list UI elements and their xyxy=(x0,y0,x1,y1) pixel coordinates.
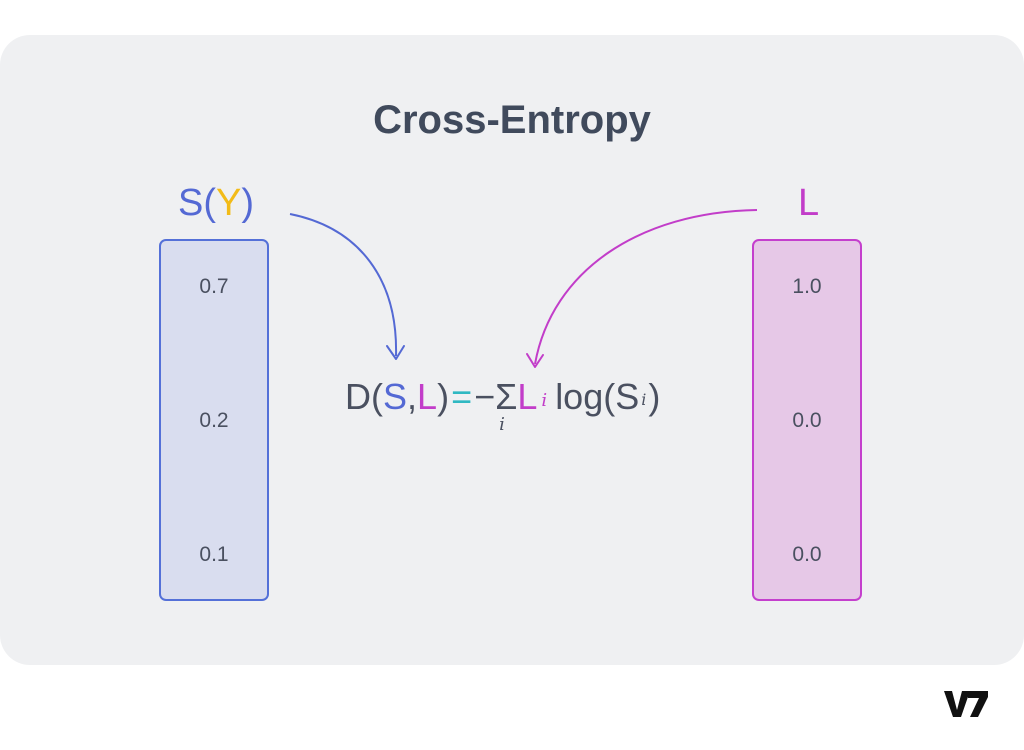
softmax-vector: 0.7 0.2 0.1 xyxy=(159,239,269,601)
label-var-y: Y xyxy=(216,182,242,224)
formula-s: S xyxy=(383,376,408,417)
diagram-title: Cross-Entropy xyxy=(373,98,651,142)
formula-l-i: L xyxy=(517,376,538,417)
label-value: 0.0 xyxy=(792,409,822,432)
softmax-value: 0.7 xyxy=(199,275,229,298)
arrow-labels-to-formula xyxy=(526,209,758,368)
label-one-hot-labels: L xyxy=(798,182,820,224)
formula-equals: = xyxy=(451,376,473,417)
softmax-value: 0.1 xyxy=(199,543,229,566)
sigma-subscript: i xyxy=(499,414,505,435)
formula-l: L xyxy=(417,376,438,417)
label-value: 1.0 xyxy=(792,275,822,298)
label-vector: 1.0 0.0 0.0 xyxy=(752,239,862,601)
v7-logo xyxy=(944,691,988,717)
arrow-softmax-to-formula xyxy=(289,213,405,360)
formula-l-subscript: i xyxy=(541,390,548,411)
formula-s-subscript: i xyxy=(641,390,647,409)
label-value: 0.0 xyxy=(792,543,822,566)
label-softmax-output: S(Y) xyxy=(178,182,255,224)
softmax-value: 0.2 xyxy=(199,409,229,432)
